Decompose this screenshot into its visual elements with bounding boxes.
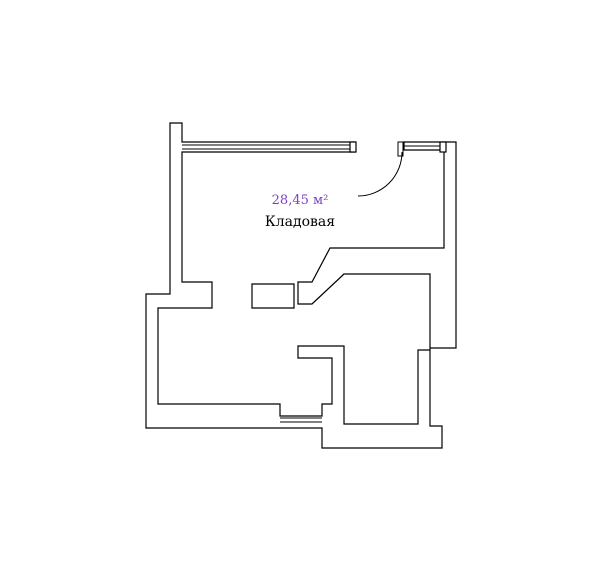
window-top-right-cap <box>349 141 357 153</box>
room-name: Кладовая <box>265 214 335 230</box>
window-right-cap <box>439 141 447 153</box>
outer-wall <box>145 122 457 449</box>
door-swing-arc <box>357 151 403 197</box>
room-area: 28,45 м² <box>272 193 329 208</box>
door-leaf <box>397 141 404 157</box>
interior-partition <box>251 283 295 309</box>
